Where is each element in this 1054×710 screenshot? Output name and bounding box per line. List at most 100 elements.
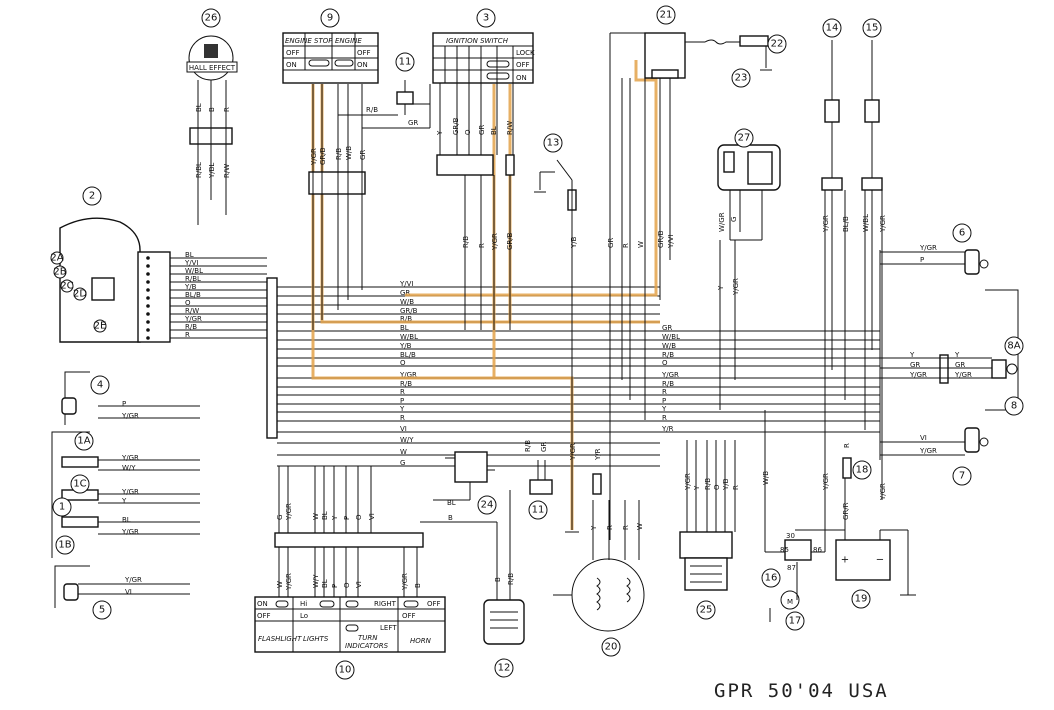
sw-flashlight: FLASHLIGHT — [258, 635, 302, 643]
dashboard-cluster: BLY/VIW/BLR/BLY/BBL/BOR/WY/GRR/BR — [59, 217, 267, 343]
c20-wire-label: R — [606, 525, 614, 530]
eng-wire-label: GR — [359, 150, 367, 160]
bus-wire-label: Y — [399, 405, 405, 413]
c15-wire-label: Y/GR — [879, 215, 887, 233]
c25-wire-label: R — [732, 485, 740, 490]
callout-c14 — [822, 18, 842, 38]
ign-wire-label: O — [464, 129, 472, 135]
callout-c2e — [93, 319, 107, 333]
callout-c17 — [785, 611, 805, 631]
c8a-wire-label: Y — [954, 351, 960, 359]
right-bus-label: R — [662, 388, 667, 396]
right-bus-label: GR — [662, 324, 672, 332]
callout-c7 — [952, 466, 972, 486]
callout-label-c2b: 2B — [53, 267, 66, 278]
bus-wire-label: BL — [400, 324, 409, 332]
fuse-top-label: R — [843, 443, 851, 448]
c20-wire-label: W — [636, 523, 644, 530]
c10-top-label: VI — [368, 513, 376, 520]
callout-label-c11-bottom: 11 — [532, 505, 545, 516]
bus-wire-label: R/B — [400, 315, 412, 323]
ign-off: OFF — [516, 61, 530, 69]
c5-wire-label: VI — [125, 588, 132, 596]
callout-c3 — [476, 8, 496, 28]
component-11-top — [396, 80, 431, 128]
callout-label-c1a: 1A — [77, 436, 90, 447]
hall-wire-label: Y/BL — [208, 163, 216, 179]
ign-wire-label: GR/B — [452, 117, 460, 135]
callout-label-c8a: 8A — [1007, 341, 1020, 352]
c25-wire-label: O — [713, 484, 721, 490]
c4-wire-label: Y/GR — [121, 412, 139, 420]
e-on: ON — [357, 61, 368, 69]
right-bus-label: O — [662, 359, 668, 367]
c10-top-label: Y — [331, 515, 339, 521]
sw-indicators: INDICATORS — [345, 642, 389, 650]
callout-label-c1: 1 — [59, 502, 65, 513]
engine-stop-switch: ENGINE STOP ENGINE OFF ON OFF ON — [282, 32, 430, 330]
callout-c2c — [60, 279, 74, 293]
hall-wire-label: R/W — [223, 164, 231, 178]
c10-bot-label: O — [343, 582, 351, 588]
callout-label-c22: 22 — [771, 39, 784, 50]
hall-effect-sensor: HALL EFFECT — [186, 35, 238, 225]
right-bus-label: W/B — [662, 342, 676, 350]
hall-wire-label: BL — [195, 103, 203, 112]
ign-wire-label: BL — [490, 126, 498, 135]
c8a-wire-label: GR — [955, 361, 965, 369]
callout-c18 — [852, 460, 872, 480]
callout-label-c12: 12 — [498, 663, 511, 674]
right-connectors — [880, 249, 1019, 456]
callout-c16 — [761, 568, 781, 588]
c27-wire-label: W/GR — [718, 212, 726, 232]
callout-c1b — [55, 535, 75, 555]
callout-label-c23: 23 — [735, 73, 748, 84]
sw-horn: HORN — [410, 637, 432, 645]
c1-wire-label: Y — [121, 497, 127, 505]
c13-wire-label: Y/B — [570, 236, 578, 249]
relay-yg-label: Y/GR — [822, 473, 830, 491]
dash-wire-label: Y/VI — [184, 259, 199, 267]
right-bus-label: P — [662, 397, 666, 405]
cdi-wire-label: Y/VI — [667, 235, 675, 250]
c1-wire-label: Y/GR — [121, 454, 139, 462]
c1-wire-label: BL — [122, 516, 131, 524]
c14-wire-label: Y/GR — [822, 215, 830, 233]
c27-low-label: Y — [717, 285, 725, 291]
c12-wire-label: R/B — [507, 573, 515, 585]
components-14-15 — [821, 40, 883, 500]
dash-wire-label: R/B — [185, 323, 197, 331]
eng-wire-label: Y/GR — [310, 148, 318, 166]
c11-gr-label: Y/GR — [569, 443, 577, 461]
ignition-switch: IGNITION SWITCH LOCK OFF ON — [432, 32, 535, 176]
sw-horn-off2: OFF — [427, 600, 441, 608]
callout-label-c20: 20 — [605, 642, 618, 653]
sw-lo: Lo — [300, 612, 308, 620]
ign-wire-label: GR — [478, 125, 486, 135]
callout-label-c27: 27 — [738, 133, 751, 144]
c6-wire-label: Y/GR — [919, 244, 937, 252]
ign-lock: LOCK — [516, 49, 535, 57]
c1-wire-label: Y/GR — [121, 528, 139, 536]
c10-bot-label: Y/GR — [401, 573, 409, 591]
callout-label-c2d: 2D — [73, 289, 87, 300]
bus-wire-label: VI — [400, 425, 407, 433]
c10-top-label: P — [343, 516, 351, 520]
ign-low-label: R — [478, 243, 486, 248]
callout-c9 — [320, 8, 340, 28]
callout-c26 — [201, 8, 221, 28]
c10-bot-label: BL — [321, 579, 329, 588]
dash-wire-label: Y/B — [184, 283, 197, 291]
callout-label-c21: 21 — [660, 10, 673, 21]
bus-wire-label: GR/B — [400, 307, 418, 315]
right-bus-label: Y — [661, 405, 667, 413]
callout-label-c16: 16 — [765, 573, 778, 584]
eng-extra-label: R/B — [366, 106, 378, 114]
c8a-wire-label: GR — [910, 361, 920, 369]
callout-c4 — [90, 375, 110, 395]
bus-wire-label: W/BL — [400, 333, 418, 341]
bus-wire-label: R — [400, 388, 405, 396]
pin-85: 85 — [780, 546, 789, 554]
callout-label-c8: 8 — [1011, 401, 1017, 412]
